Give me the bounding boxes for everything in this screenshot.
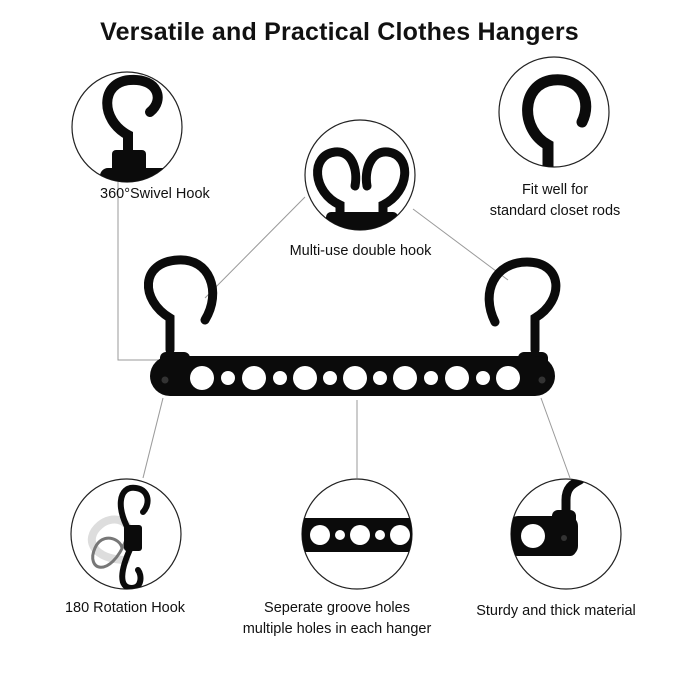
connector-line-swivel	[117, 180, 158, 361]
left-hook-icon	[143, 255, 218, 355]
hanger-holes	[190, 366, 520, 390]
groove-holes-label-line2: multiple holes in each hanger	[242, 621, 432, 637]
sturdy-material-detail	[510, 478, 622, 590]
connector-line-rotation	[142, 397, 164, 479]
page-title: Versatile and Practical Clothes Hangers	[100, 18, 579, 46]
connector-lines	[117, 180, 571, 479]
double-hook-label: Multi-use double hook	[289, 243, 432, 259]
connector-line-material	[540, 397, 571, 479]
rotation-hook-label: 180 Rotation Hook	[64, 600, 186, 616]
rotation-hook-detail	[70, 478, 182, 590]
groove-holes-label-line1: Seperate groove holes	[264, 600, 410, 616]
double-hook-detail	[304, 119, 416, 231]
main-hanger	[143, 255, 561, 396]
closet-rods-label-line1: Fit well for	[521, 182, 589, 198]
groove-holes-detail	[301, 478, 413, 590]
closet-rod-hook-detail	[498, 56, 610, 168]
connector-line-double-left	[204, 196, 306, 299]
closet-rods-label: Fit well for standard closet rods	[460, 180, 650, 222]
connector-line-double-right	[412, 208, 509, 281]
material-label: Sturdy and thick material	[476, 603, 636, 619]
swivel-hook-detail	[71, 71, 183, 183]
swivel-hook-label: 360°Swivel Hook	[100, 186, 210, 202]
right-hook-icon	[484, 257, 561, 355]
closet-rods-label-line2: standard closet rods	[489, 203, 621, 219]
groove-holes-label: Seperate groove holes multiple holes in …	[212, 598, 462, 640]
